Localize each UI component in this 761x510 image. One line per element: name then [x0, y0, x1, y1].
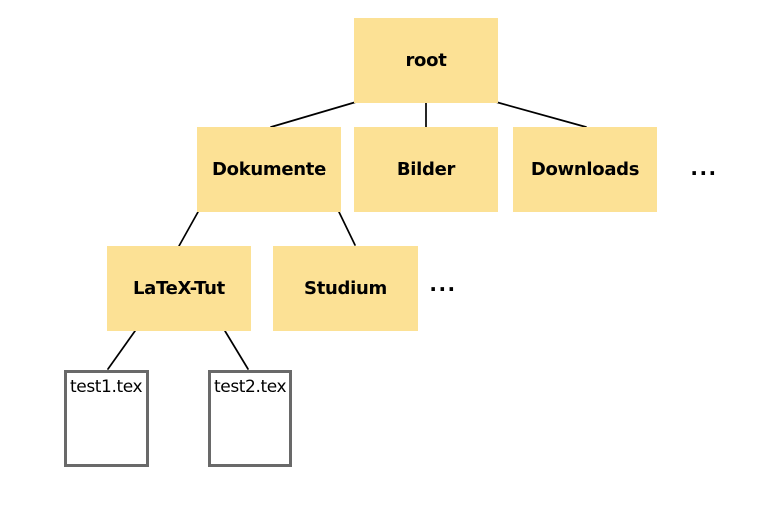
edge-root-dokumente	[270, 101, 357, 128]
level2-more-ellipsis: ...	[690, 156, 718, 180]
node-downloads-label: Downloads	[530, 159, 640, 180]
node-studium: Studium	[273, 246, 418, 331]
edge-latextut-test1	[107, 330, 136, 370]
node-downloads: Downloads	[513, 127, 657, 212]
node-bilder: Bilder	[354, 127, 498, 212]
node-file-test2: test2.tex	[208, 370, 292, 467]
node-file-test1: test1.tex	[64, 370, 149, 467]
edge-dokumente-studium	[338, 211, 356, 246]
edge-dokumente-latextut	[178, 211, 199, 247]
node-latex-tut-label: LaTeX-Tut	[133, 278, 225, 299]
node-latex-tut: LaTeX-Tut	[107, 246, 251, 331]
node-root-label: root	[405, 50, 447, 71]
edge-latextut-test2	[224, 330, 249, 370]
file-test1-label: test1.tex	[70, 377, 143, 397]
node-bilder-label: Bilder	[396, 159, 456, 180]
node-dokumente: Dokumente	[197, 127, 341, 212]
edge-root-downloads	[495, 101, 587, 128]
file-test2-label: test2.tex	[214, 377, 287, 397]
level3-more-ellipsis: ...	[429, 272, 457, 296]
node-dokumente-label: Dokumente	[212, 159, 326, 180]
node-root: root	[354, 18, 498, 103]
node-studium-label: Studium	[304, 278, 387, 299]
